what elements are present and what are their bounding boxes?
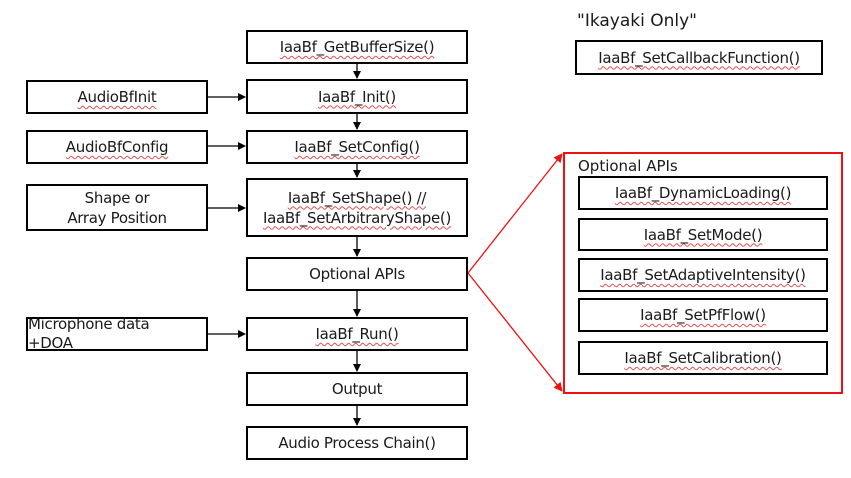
box-label: IaaBf_SetConfig() <box>294 138 420 156</box>
box-set-config: IaaBf_SetConfig() <box>246 130 468 164</box>
red-expansion-line-top <box>467 153 563 274</box>
box-label: Optional APIs <box>309 265 405 283</box>
optional-api-item: IaaBf_SetMode() <box>578 218 828 251</box>
box-mic-data: Microphone data +DOA <box>26 317 208 351</box>
box-set-callback-function: IaaBf_SetCallbackFunction() <box>575 40 823 75</box>
box-label: IaaBf_SetCallbackFunction() <box>598 48 800 67</box>
box-audio-bf-init: AudioBfInit <box>26 80 208 114</box>
box-label: IaaBf_SetMode() <box>643 225 763 244</box>
box-label: IaaBf_Init() <box>318 87 396 106</box>
box-label: IaaBf_SetAdaptiveIntensity() <box>600 266 806 284</box>
box-set-shape: IaaBf_SetShape() // IaaBf_SetArbitrarySh… <box>246 178 468 237</box>
optional-apis-panel-title: Optional APIs <box>578 157 678 175</box>
box-label: AudioBfConfig <box>65 138 169 156</box>
optional-api-item: IaaBf_DynamicLoading() <box>578 176 828 210</box>
optional-api-item: IaaBf_SetCalibration() <box>578 341 828 375</box>
optional-apis-panel <box>563 152 843 394</box>
box-label-line2: IaaBf_SetArbitraryShape() <box>262 208 452 227</box>
box-label: Audio Process Chain() <box>278 434 436 452</box>
box-optional-apis: Optional APIs <box>246 257 468 291</box>
box-label-line2: +DOA <box>28 334 73 351</box>
box-label: IaaBf_DynamicLoading() <box>614 184 792 202</box>
box-label: IaaBf_SetCalibration() <box>624 349 782 367</box>
box-label: IaaBf_SetPfFlow() <box>640 306 766 324</box>
optional-api-item: IaaBf_SetAdaptiveIntensity() <box>578 258 828 292</box>
box-label: IaaBf_Run() <box>315 325 399 343</box>
box-label: IaaBf_GetBufferSize() <box>279 38 435 56</box>
box-output: Output <box>246 372 468 406</box>
box-get-buffer-size: IaaBf_GetBufferSize() <box>246 30 468 64</box>
box-shape-or-array: Shape or Array Position <box>26 184 208 231</box>
red-expansion-line-bottom <box>467 272 563 392</box>
ikayaki-heading: "Ikayaki Only" <box>577 11 698 31</box>
box-label-line1: IaaBf_SetShape() // <box>287 188 427 207</box>
box-label-line1: Shape or <box>84 188 150 207</box>
box-run: IaaBf_Run() <box>246 317 468 351</box>
box-label: AudioBfInit <box>77 88 157 106</box>
box-label: Output <box>331 380 383 398</box>
box-label-line1: Microphone data <box>28 317 150 333</box>
optional-api-item: IaaBf_SetPfFlow() <box>578 298 828 332</box>
box-audio-bf-config: AudioBfConfig <box>26 130 208 164</box>
box-audio-process-chain: Audio Process Chain() <box>246 426 468 460</box>
box-label-line2: Array Position <box>67 208 167 227</box>
box-init: IaaBf_Init() <box>246 79 468 114</box>
